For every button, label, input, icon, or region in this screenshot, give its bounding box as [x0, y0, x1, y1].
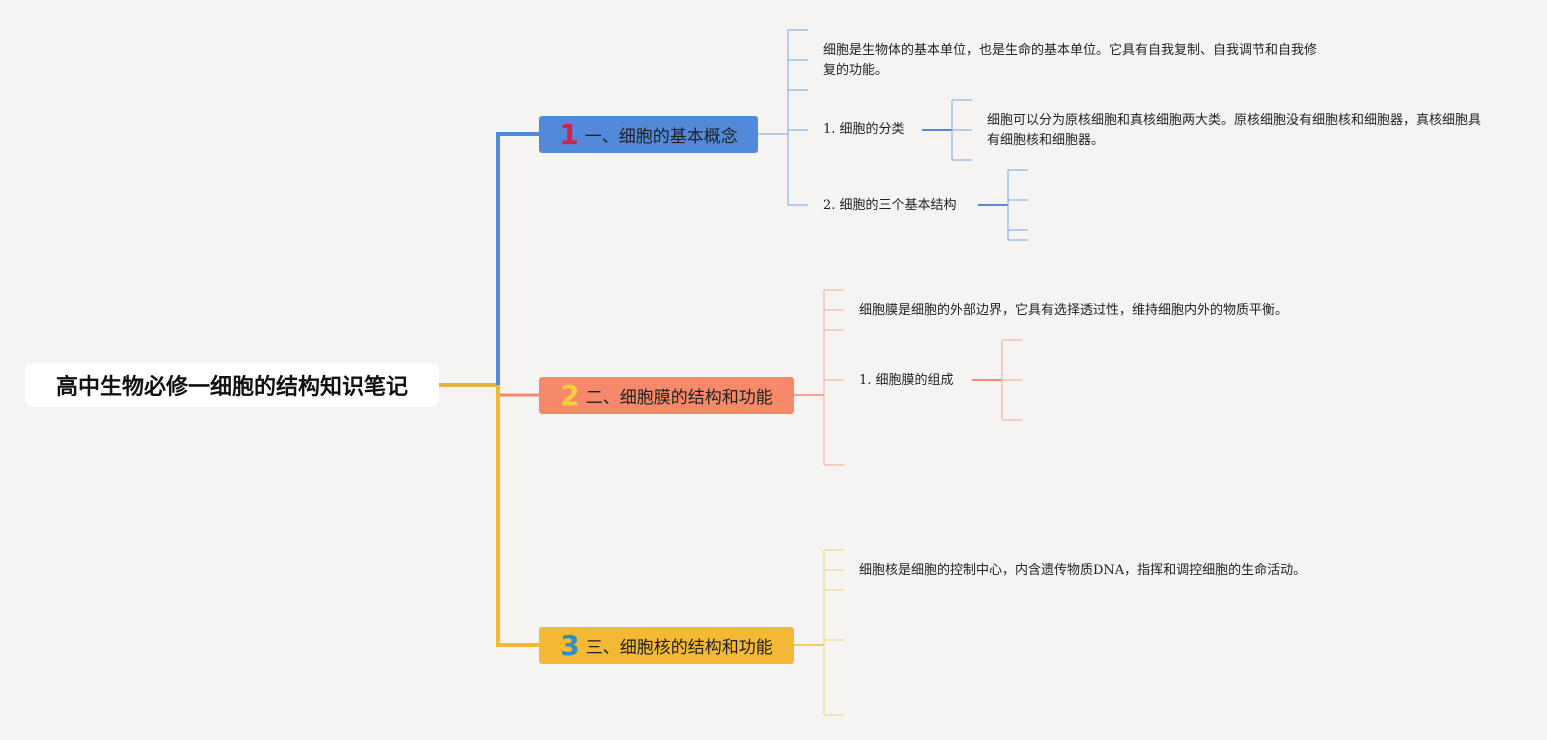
- membrane-definition-note[interactable]: 细胞膜是细胞的外部边界，它具有选择透过性，维持细胞内外的物质平衡。: [859, 303, 1289, 318]
- composition-bracket: [972, 339, 1022, 421]
- number-3-icon: 3: [560, 628, 580, 662]
- number-2-icon: 2: [560, 378, 580, 412]
- branch-1-bracket: [758, 29, 808, 206]
- branch-1-topic[interactable]: 1 一、细胞的基本概念: [539, 116, 758, 153]
- cell-classification-topic[interactable]: 1. 细胞的分类: [823, 122, 905, 137]
- cell-classification-note[interactable]: 细胞可以分为原核细胞和真核细胞两大类。原核细胞没有细胞核和细胞器，真核细胞具有细…: [987, 113, 1482, 148]
- number-1-icon: 1: [559, 117, 579, 151]
- branch-2-bracket: [794, 289, 844, 466]
- root-topic[interactable]: 高中生物必修一细胞的结构知识笔记: [25, 363, 439, 407]
- branch-2-topic[interactable]: 2 二、细胞膜的结构和功能: [539, 377, 794, 414]
- membrane-composition-topic[interactable]: 1. 细胞膜的组成: [859, 373, 954, 388]
- branch-1-label: 一、细胞的基本概念: [584, 127, 738, 147]
- structures-bracket: [978, 169, 1028, 241]
- cell-structures-topic[interactable]: 2. 细胞的三个基本结构: [823, 198, 957, 213]
- classification-bracket: [922, 99, 972, 161]
- branch-3-bracket: [794, 549, 844, 716]
- branch-3-connector: [496, 385, 539, 647]
- root-title: 高中生物必修一细胞的结构知识笔记: [55, 375, 408, 400]
- branch-2-label: 二、细胞膜的结构和功能: [585, 388, 773, 408]
- nucleus-definition-note[interactable]: 细胞核是细胞的控制中心，内含遗传物质DNA，指挥和调控细胞的生命活动。: [859, 563, 1307, 578]
- branch-3-label: 三、细胞核的结构和功能: [585, 638, 773, 658]
- cell-definition-note[interactable]: 细胞是生物体的基本单位，也是生命的基本单位。它具有自我复制、自我调节和自我修复的…: [823, 43, 1318, 78]
- branch-1-connector: [496, 132, 539, 385]
- branch-3-topic[interactable]: 3 三、细胞核的结构和功能: [539, 627, 794, 664]
